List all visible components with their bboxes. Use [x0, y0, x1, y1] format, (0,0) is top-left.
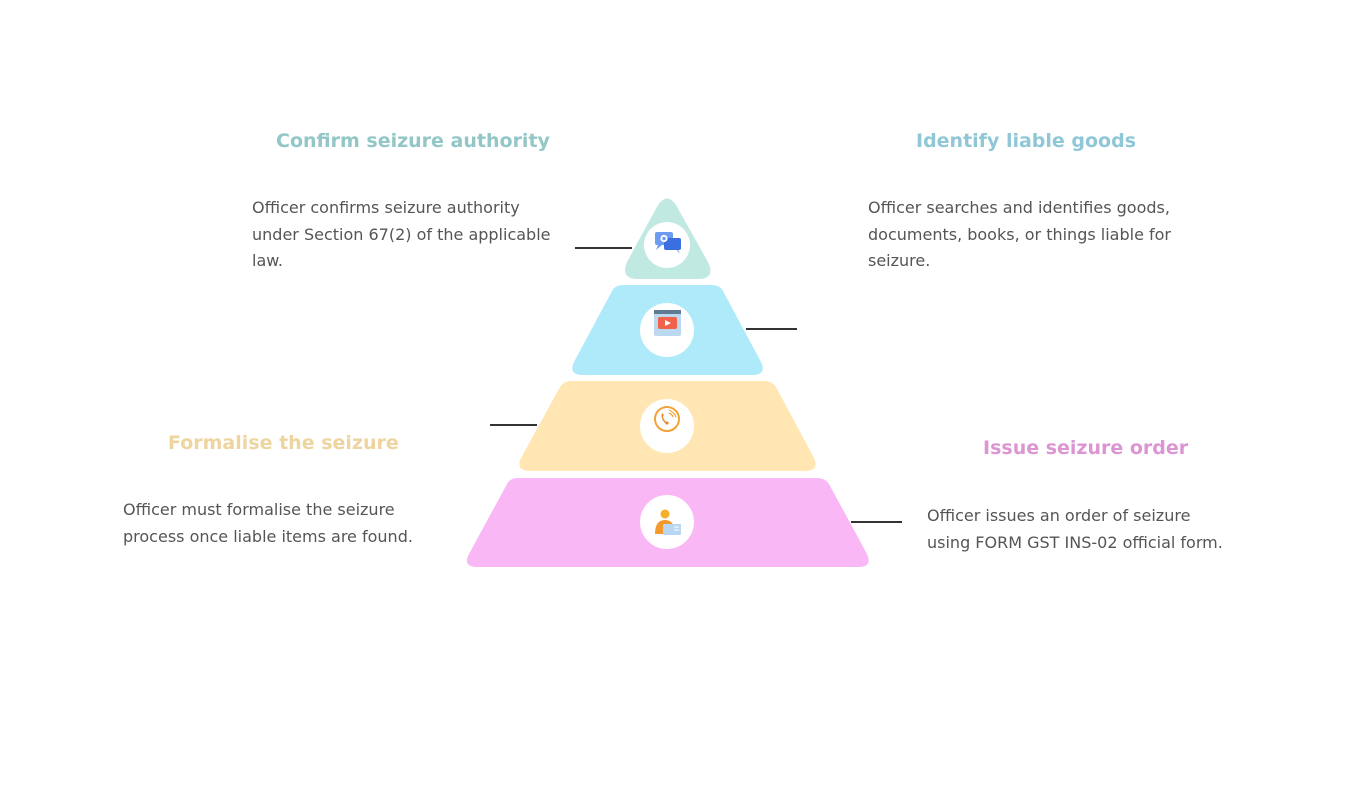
icon-circle-3 [640, 399, 694, 453]
step-description-3: Officer must formalise the seizure proce… [123, 500, 413, 546]
step-title-3: Formalise the seizure [168, 432, 399, 454]
step-description-4: Officer issues an order of seizure using… [927, 506, 1223, 552]
step-description-2: Officer searches and identifies goods, d… [868, 198, 1171, 270]
settings-chat-icon [655, 232, 681, 254]
phone-call-icon [654, 406, 680, 432]
step-title-4: Issue seizure order [983, 437, 1189, 459]
step-title-1: Confirm seizure authority [276, 130, 550, 152]
video-player-icon [654, 310, 681, 336]
step-description-1: Officer confirms seizure authority under… [252, 198, 551, 270]
step-title-2: Identify liable goods [916, 130, 1137, 152]
person-document-icon [655, 509, 681, 535]
